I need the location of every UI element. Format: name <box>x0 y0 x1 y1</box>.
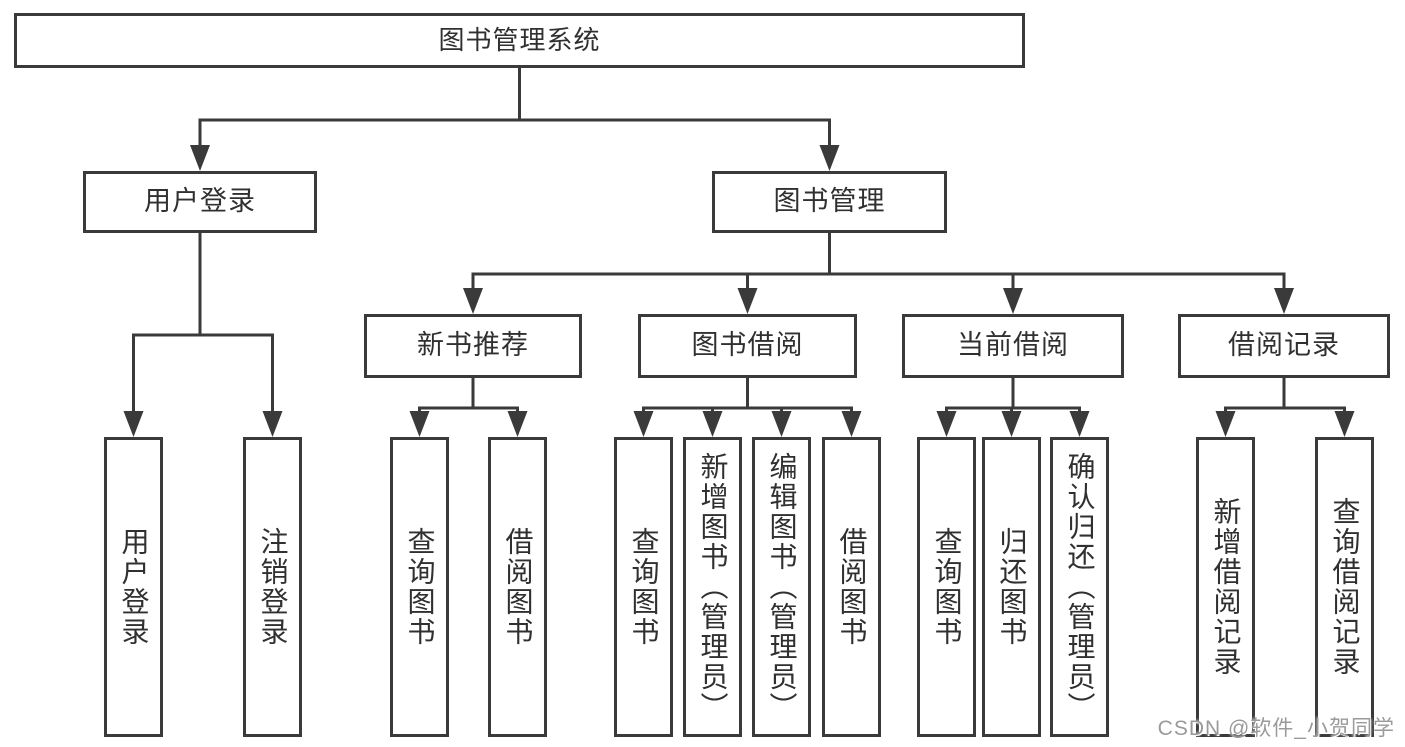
node-book-management: 图书管理 <box>712 171 947 233</box>
arrowhead-icon <box>262 411 283 437</box>
arrowhead-icon <box>1069 411 1090 437</box>
node-label-borrow-book-1: 借阅图书 <box>502 527 534 647</box>
node-label-edit-book-admin: 编辑图书（管理员） <box>766 452 798 722</box>
arrowhead-icon <box>1215 411 1236 437</box>
node-label-book-borrow: 图书借阅 <box>691 330 804 361</box>
node-current-borrow: 当前借阅 <box>902 314 1124 378</box>
node-label-return-book: 归还图书 <box>996 527 1028 647</box>
node-label-borrow-records: 借阅记录 <box>1228 330 1340 361</box>
node-label-leaf-logout: 注销登录 <box>257 527 289 647</box>
node-label-user-login: 用户登录 <box>144 186 256 217</box>
node-label-current-borrow: 当前借阅 <box>957 330 1069 361</box>
node-label-root: 图书管理系统 <box>438 24 601 55</box>
arrowhead-icon <box>507 411 528 437</box>
node-query-borrow-record: 查询借阅记录 <box>1315 437 1374 737</box>
node-label-new-book-recommend: 新书推荐 <box>417 330 529 361</box>
node-new-book-recommend: 新书推荐 <box>364 314 582 378</box>
node-label-borrow-book-2: 借阅图书 <box>836 527 868 647</box>
node-label-add-borrow-record: 新增借阅记录 <box>1210 497 1242 677</box>
node-query-book-2: 查询图书 <box>614 437 673 737</box>
arrowhead-icon <box>463 288 483 314</box>
arrowhead-icon <box>633 411 654 437</box>
node-borrow-records: 借阅记录 <box>1178 314 1390 378</box>
arrowhead-icon <box>702 411 723 437</box>
node-label-confirm-return-admin: 确认归还（管理员） <box>1064 452 1096 722</box>
arrowhead-icon <box>1001 411 1022 437</box>
arrowhead-icon <box>819 145 840 171</box>
node-label-query-book-2: 查询图书 <box>628 527 660 647</box>
node-label-book-management: 图书管理 <box>773 186 886 217</box>
node-user-login: 用户登录 <box>83 171 317 233</box>
arrowhead-icon <box>936 411 957 437</box>
node-query-book-3: 查询图书 <box>917 437 976 737</box>
arrowhead-icon <box>1003 288 1023 314</box>
arrowhead-icon <box>841 411 862 437</box>
arrowhead-icon <box>1274 288 1294 314</box>
arrowhead-icon <box>409 411 430 437</box>
arrowhead-icon <box>737 288 758 314</box>
arrowhead-icon <box>771 411 792 437</box>
node-borrow-book-2: 借阅图书 <box>822 437 881 737</box>
node-add-book-admin: 新增图书（管理员） <box>683 437 742 737</box>
arrowhead-icon <box>190 145 210 171</box>
node-label-query-borrow-record: 查询借阅记录 <box>1329 497 1361 677</box>
watermark: CSDN @软件_小贺同学 <box>1157 717 1395 740</box>
node-root: 图书管理系统 <box>14 13 1025 68</box>
node-edit-book-admin: 编辑图书（管理员） <box>752 437 811 737</box>
node-label-query-book-3: 查询图书 <box>931 527 963 647</box>
arrowhead-icon <box>1334 411 1355 437</box>
node-label-add-book-admin: 新增图书（管理员） <box>697 452 729 722</box>
arrowhead-icon <box>123 411 144 437</box>
node-borrow-book-1: 借阅图书 <box>488 437 547 737</box>
node-query-book-1: 查询图书 <box>390 437 449 737</box>
node-confirm-return-admin: 确认归还（管理员） <box>1050 437 1109 737</box>
node-return-book: 归还图书 <box>982 437 1041 737</box>
node-label-leaf-user-login: 用户登录 <box>118 527 150 647</box>
node-book-borrow: 图书借阅 <box>638 314 857 378</box>
node-label-query-book-1: 查询图书 <box>404 527 436 647</box>
node-add-borrow-record: 新增借阅记录 <box>1196 437 1255 737</box>
node-leaf-user-login: 用户登录 <box>104 437 163 737</box>
node-leaf-logout: 注销登录 <box>243 437 302 737</box>
